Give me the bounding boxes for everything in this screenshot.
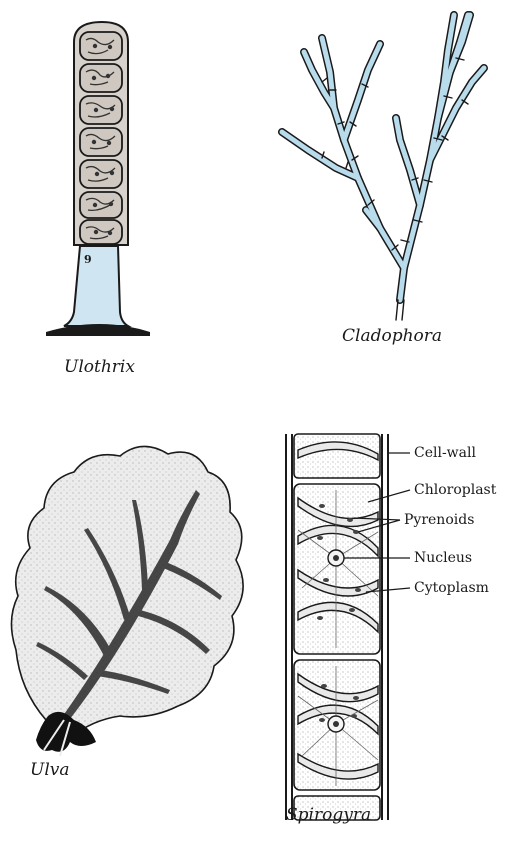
label-pyrenoids: Pyrenoids: [404, 512, 474, 528]
label-cell-wall: Cell-wall: [414, 445, 476, 461]
spirogyra-figure: Cell-wall Chloroplast Pyrenoids Nucleus …: [262, 420, 524, 841]
ulva-caption: Ulva: [30, 760, 70, 780]
label-cytoplasm: Cytoplasm: [414, 580, 489, 596]
ulothrix-cell-mark: 9: [84, 253, 92, 266]
label-chloroplast: Chloroplast: [414, 482, 496, 498]
cladophora-caption: Cladophora: [342, 326, 442, 346]
ulothrix-substrate: [46, 324, 150, 336]
ulothrix-figure: 9 Ulothrix: [0, 0, 262, 400]
ulothrix-caption: Ulothrix: [64, 357, 135, 377]
spirogyra-caption: Spirogyra: [286, 805, 371, 825]
cladophora-filaments: [282, 15, 484, 320]
ulothrix-cells: [80, 32, 122, 244]
cladophora-figure: Cladophora: [262, 0, 524, 400]
ulothrix-holdfast-cell: [64, 246, 128, 326]
label-nucleus: Nucleus: [414, 550, 472, 566]
ulva-figure: Ulva: [0, 420, 262, 841]
ulothrix-drawing: [0, 0, 262, 400]
